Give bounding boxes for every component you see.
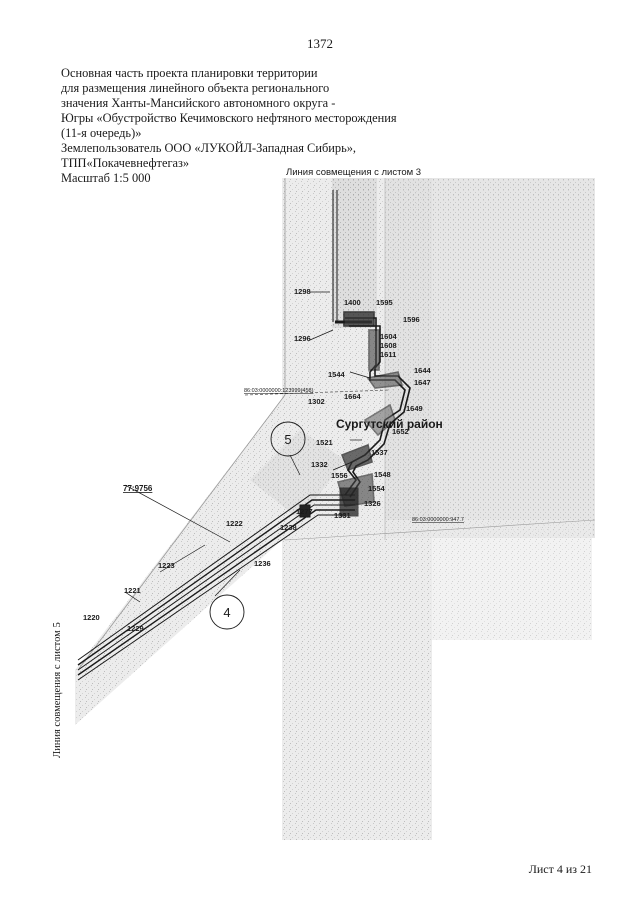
point-label: 1596 (403, 315, 420, 324)
callout-circle-5 (270, 421, 306, 457)
point-label: 1236 (254, 559, 271, 568)
point-label: 1222 (226, 519, 243, 528)
header-line: Землепользователь ООО «ЛУКОЙЛ-Западная С… (61, 141, 357, 155)
point-labels: 1298 1400 1595 1596 1296 1604 1608 1611 … (83, 287, 432, 633)
point-label: 1664 (344, 392, 362, 401)
point-label: 1644 (414, 366, 432, 375)
header-line: значения Ханты-Мансийского автономного о… (61, 96, 336, 110)
point-label: 1229 (127, 624, 144, 633)
point-label: 1296 (294, 334, 311, 343)
point-label: 1326 (364, 499, 381, 508)
point-label: 1221 (124, 586, 141, 595)
point-label: 1238 (280, 523, 297, 532)
callout-label: 5 (284, 432, 291, 447)
point-label: 1556 (331, 471, 348, 480)
point-label: 1554 (368, 484, 386, 493)
scale-label: Масштаб 1:5 000 (61, 171, 151, 185)
cadastral-divider (244, 389, 391, 396)
point-label: 1298 (294, 287, 311, 296)
point-label: 1537 (371, 448, 388, 457)
header-line: Югры «Обустройство Кечимовского нефтяног… (61, 111, 397, 125)
point-label: 1331 (334, 511, 351, 520)
point-label: 1647 (414, 378, 431, 387)
match-line-top: Линия совмещения с листом 3 (286, 167, 421, 178)
leader-lines (124, 291, 371, 603)
point-label: 1604 (380, 332, 398, 341)
cadastral-number: 86:03:0000000:947.7 (412, 517, 464, 523)
raster-dark-zone-2 (250, 430, 345, 520)
boundary-line (284, 519, 596, 541)
raster-lower-right (332, 520, 592, 640)
point-label: 1608 (380, 341, 397, 350)
point-label: 1223 (158, 561, 175, 570)
point-label: 1521 (316, 438, 333, 447)
header-line: ТПП«Покачевнефтегаз» (61, 156, 190, 170)
header-line: (11-я очередь)» (61, 126, 142, 140)
point-label: 1544 (328, 370, 346, 379)
match-line-left: Линия совмещения с листом 5 (52, 622, 63, 758)
point-label: 1302 (308, 397, 325, 406)
point-label: 1400 (344, 298, 361, 307)
cadastral-number: 77:9756 (123, 484, 153, 493)
header-line: Основная часть проекта планировки террит… (61, 66, 318, 80)
raster-right-block (385, 178, 595, 538)
point-label: 1611 (380, 350, 396, 359)
point-label: 1649 (406, 404, 423, 413)
pipeline-main (77, 487, 359, 681)
raster-dark-zone (332, 178, 377, 328)
point-label: 1220 (83, 613, 100, 622)
header-block: Основная часть проекта планировки террит… (61, 66, 421, 186)
point-label: 1277 (296, 507, 313, 516)
point-label: 1652 (392, 427, 409, 436)
point-label: 1595 (376, 298, 393, 307)
callout-circle-4 (209, 594, 245, 630)
boundary-line (77, 394, 286, 671)
page-number: 1372 (307, 36, 333, 51)
cadastral-number: 86:03:0000000:123999(458) (244, 388, 314, 394)
callout-label: 4 (223, 605, 230, 620)
point-label: 1332 (311, 460, 328, 469)
header-line: для размещения линейного объекта региона… (61, 81, 330, 95)
point-label: 1548 (374, 470, 391, 479)
sheet-number: Лист 4 из 21 (528, 862, 592, 876)
district-label: Сургутский район (336, 417, 443, 431)
